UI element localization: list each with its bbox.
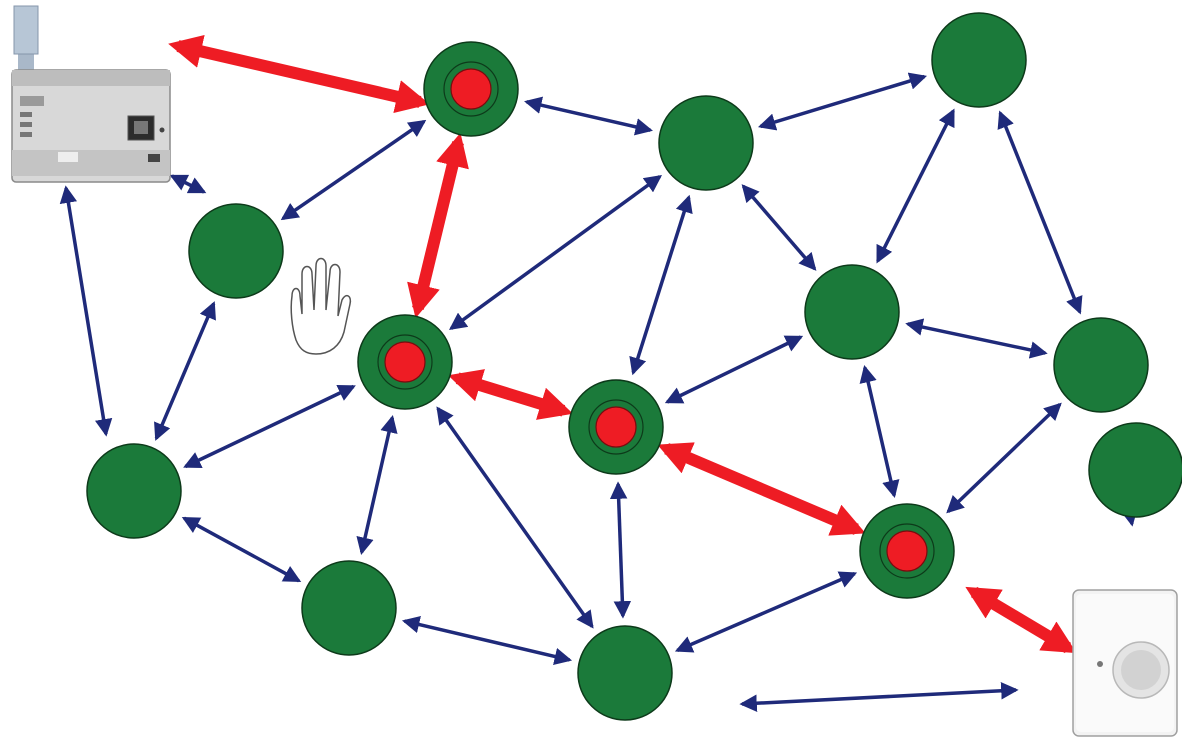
node-core: [595, 406, 637, 448]
mesh-node-n2: [188, 203, 284, 299]
link-arrow-controller-n8: [59, 185, 113, 437]
mesh-node-n9: [1053, 317, 1149, 413]
thermostat-device-icon: [1072, 589, 1178, 737]
node-circle: [931, 12, 1027, 108]
link-arrow-n2-n8: [154, 301, 216, 441]
routing-node-n11: [859, 503, 955, 599]
node-circle: [301, 560, 397, 656]
link-arrow-n1-n2: [280, 119, 427, 221]
route-arrow-n5-n7: [447, 369, 574, 420]
node-circle: [86, 443, 182, 539]
link-arrow-n7-n12: [609, 481, 632, 619]
routing-node-n5: [357, 314, 453, 410]
link-arrow-n3-n7: [629, 194, 693, 376]
node-core: [384, 341, 426, 383]
mesh-node-n8: [86, 443, 182, 539]
node-circle: [1053, 317, 1149, 413]
mesh-node-n3: [658, 95, 754, 191]
link-arrow-n8-n10: [181, 516, 302, 583]
link-arrow-n9-n11: [946, 402, 1062, 514]
node-circle: [804, 264, 900, 360]
link-arrow-n5-n10: [356, 415, 398, 555]
links-layer: [59, 34, 1138, 712]
node-ring: [588, 399, 644, 455]
mesh-node-n13: [1088, 422, 1182, 518]
link-arrow-n3-n6: [741, 184, 817, 271]
link-arrow-n6-n11: [859, 364, 900, 499]
node-ring: [879, 523, 935, 579]
link-arrow-controller-n2: [169, 174, 207, 194]
link-arrow-n6-n9: [905, 318, 1048, 359]
link-arrow-n12-n11: [674, 571, 858, 653]
link-arrow-n10-n12: [401, 615, 573, 666]
route-arrow-controller-n1: [168, 34, 430, 114]
routing-node-n7: [568, 379, 664, 475]
node-core: [450, 68, 492, 110]
mesh-node-n10: [301, 560, 397, 656]
link-arrow-n4-n9: [997, 110, 1083, 315]
nodes-layer: [86, 12, 1182, 721]
route-arrow-n11-thermostat: [965, 586, 1077, 654]
link-arrow-n3-n5: [448, 174, 663, 331]
controller-device-icon: [11, 5, 171, 183]
link-arrow-n4-n6: [876, 108, 955, 264]
node-circle: [188, 203, 284, 299]
stop-hand-icon: [290, 257, 352, 355]
node-circle: [1088, 422, 1182, 518]
link-arrow-n1-n3: [524, 96, 653, 136]
link-arrow-n5-n8: [183, 384, 356, 469]
mesh-node-n4: [931, 12, 1027, 108]
link-arrow-n12-thermostat: [739, 682, 1019, 712]
routing-node-n1: [423, 41, 519, 137]
node-circle: [658, 95, 754, 191]
link-arrow-n7-n6: [664, 335, 804, 404]
node-circle: [577, 625, 673, 721]
mesh-node-n12: [577, 625, 673, 721]
link-arrow-n3-n4: [757, 72, 928, 131]
node-ring: [377, 334, 433, 390]
mesh-node-n6: [804, 264, 900, 360]
route-arrow-n1-n5: [407, 132, 469, 319]
node-core: [886, 530, 928, 572]
node-ring: [443, 61, 499, 117]
route-arrow-n7-n11: [657, 442, 866, 536]
link-arrow-n5-n12: [436, 406, 594, 629]
